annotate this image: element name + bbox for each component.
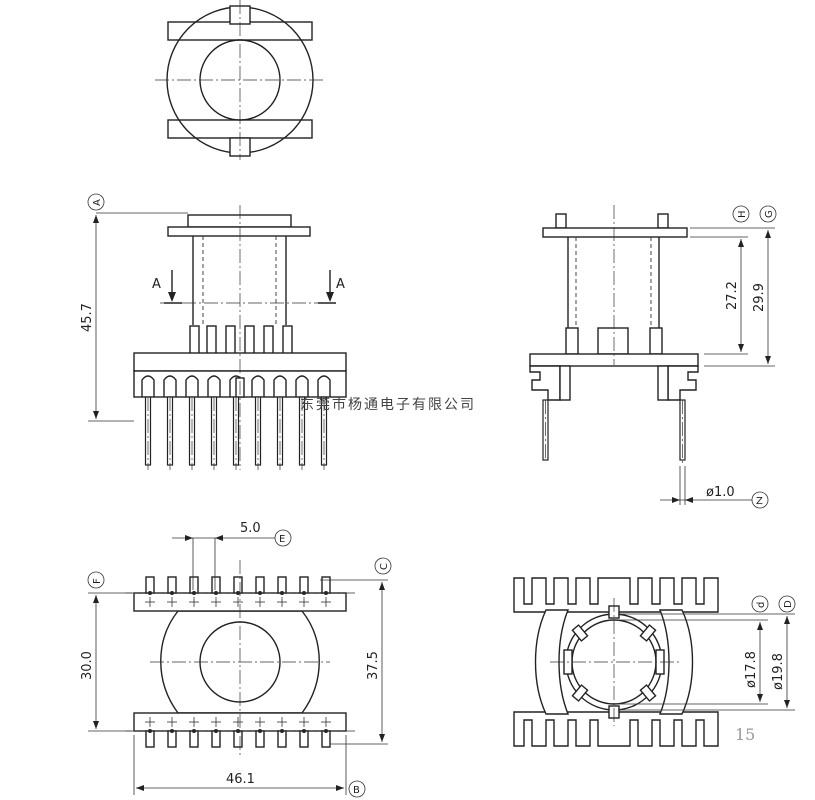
comb-tooth bbox=[233, 730, 243, 748]
section-label-right: A bbox=[336, 277, 345, 292]
datum-C: C bbox=[379, 563, 390, 570]
front-finger bbox=[189, 325, 200, 355]
front-finger bbox=[206, 325, 217, 355]
top-view bbox=[155, 0, 325, 160]
comb-tooth bbox=[321, 730, 331, 748]
dim-width-46-1: 46.1 bbox=[226, 772, 255, 787]
company-watermark: 东莞市杨通电子有限公司 bbox=[300, 396, 476, 413]
datum-F: F bbox=[92, 578, 103, 584]
comb-tooth bbox=[299, 576, 309, 594]
datum-D: D bbox=[783, 600, 794, 608]
base-slot bbox=[317, 375, 331, 397]
comb-tooth bbox=[211, 576, 221, 594]
comb-tooth bbox=[321, 576, 331, 594]
dim-height-45-7: 45.7 bbox=[80, 303, 95, 332]
comb-tooth bbox=[299, 730, 309, 748]
datum-G: G bbox=[764, 210, 775, 218]
front-finger bbox=[225, 325, 236, 355]
comb-tooth bbox=[189, 730, 199, 748]
comb-tooth bbox=[211, 730, 221, 748]
dim-depth-37-5: 37.5 bbox=[366, 651, 381, 680]
datum-d: d bbox=[756, 602, 767, 608]
front-finger bbox=[263, 325, 274, 355]
comb-tooth bbox=[277, 730, 287, 748]
front-finger bbox=[244, 325, 255, 355]
section-label-left: A bbox=[152, 277, 161, 292]
front-view: A A 45.7 A bbox=[80, 193, 347, 470]
bottom-view: 5.0 E 30.0 F 37.5 C 46.1 B bbox=[80, 521, 392, 798]
base-slot bbox=[207, 375, 221, 397]
dim-inner-dia: ø17.8 bbox=[744, 651, 759, 688]
section-view: ø17.8 ø19.8 d D bbox=[513, 577, 796, 747]
base-slot bbox=[251, 375, 265, 397]
dim-height-27-2: 27.2 bbox=[725, 281, 740, 310]
comb-tooth bbox=[167, 576, 177, 594]
comb-tooth bbox=[167, 730, 177, 748]
dim-depth-30-0: 30.0 bbox=[80, 651, 95, 680]
base-slot bbox=[295, 375, 309, 397]
comb-tooth bbox=[145, 730, 155, 748]
comb-tooth bbox=[255, 576, 265, 594]
comb-tooth bbox=[255, 730, 265, 748]
comb-tooth bbox=[189, 576, 199, 594]
base-slot bbox=[185, 375, 199, 397]
datum-A: A bbox=[92, 199, 103, 206]
base-slot bbox=[273, 375, 287, 397]
base-slot bbox=[163, 375, 177, 397]
comb-tooth bbox=[277, 576, 287, 594]
dim-pitch: 5.0 bbox=[240, 521, 261, 536]
dim-pin-dia: ø1.0 bbox=[706, 485, 735, 500]
dim-height-29-9: 29.9 bbox=[752, 283, 767, 312]
base-slot bbox=[141, 375, 155, 397]
comb-tooth bbox=[233, 576, 243, 594]
front-finger bbox=[282, 325, 293, 355]
datum-E: E bbox=[279, 534, 285, 545]
dim-outer-dia: ø19.8 bbox=[771, 653, 786, 690]
datum-H: H bbox=[737, 210, 748, 218]
page-number: 15 bbox=[735, 725, 755, 744]
side-view: 27.2 29.9 H G ø1.0 Z bbox=[529, 205, 777, 509]
comb-tooth bbox=[145, 576, 155, 594]
datum-Z: Z bbox=[756, 496, 763, 507]
datum-B: B bbox=[353, 785, 360, 796]
